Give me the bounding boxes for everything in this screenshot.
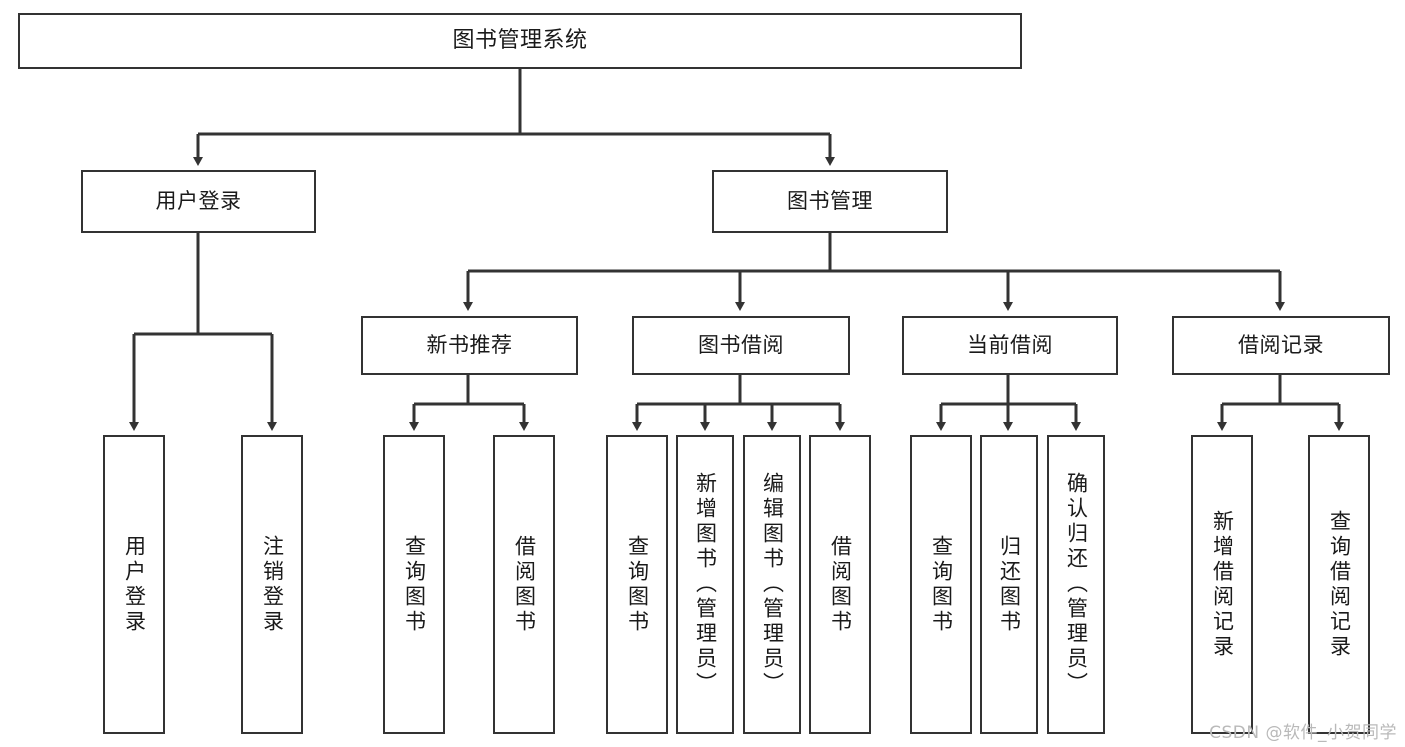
node-leaf-add-record[interactable]: 新增借阅记录: [1191, 435, 1253, 734]
node-leaf-borrow-book-1-label: 借阅图书: [512, 534, 537, 635]
node-leaf-edit-book[interactable]: 编辑图书（管理员）: [743, 435, 801, 734]
node-leaf-return-book[interactable]: 归还图书: [980, 435, 1038, 734]
node-new-book-recommend[interactable]: 新书推荐: [361, 316, 578, 375]
node-book-borrow-label: 图书借阅: [698, 333, 784, 358]
node-root-label: 图书管理系统: [452, 28, 588, 54]
node-leaf-add-book-label: 新增图书（管理员）: [693, 472, 718, 697]
node-borrow-record[interactable]: 借阅记录: [1172, 316, 1390, 375]
node-current-borrow-label: 当前借阅: [967, 333, 1053, 358]
node-book-borrow[interactable]: 图书借阅: [632, 316, 850, 375]
node-user-login-label: 用户登录: [155, 189, 242, 214]
node-leaf-borrow-book-2[interactable]: 借阅图书: [809, 435, 871, 734]
node-leaf-user-login-label: 用户登录: [122, 534, 147, 635]
node-leaf-borrow-book-1[interactable]: 借阅图书: [493, 435, 555, 734]
node-leaf-add-book[interactable]: 新增图书（管理员）: [676, 435, 734, 734]
node-leaf-user-login[interactable]: 用户登录: [103, 435, 165, 734]
node-leaf-query-record-label: 查询借阅记录: [1327, 509, 1352, 660]
node-current-borrow[interactable]: 当前借阅: [902, 316, 1118, 375]
node-leaf-logout[interactable]: 注销登录: [241, 435, 303, 734]
node-leaf-query-book-1[interactable]: 查询图书: [383, 435, 445, 734]
node-leaf-confirm-return[interactable]: 确认归还（管理员）: [1047, 435, 1105, 734]
node-leaf-query-book-1-label: 查询图书: [402, 534, 427, 635]
node-new-book-recommend-label: 新书推荐: [426, 333, 513, 358]
node-book-manage[interactable]: 图书管理: [712, 170, 948, 233]
node-leaf-query-book-2[interactable]: 查询图书: [606, 435, 668, 734]
node-borrow-record-label: 借阅记录: [1238, 333, 1324, 358]
node-leaf-return-book-label: 归还图书: [997, 534, 1022, 635]
node-leaf-logout-label: 注销登录: [260, 534, 285, 635]
node-leaf-confirm-return-label: 确认归还（管理员）: [1064, 472, 1089, 697]
node-leaf-query-record[interactable]: 查询借阅记录: [1308, 435, 1370, 734]
node-leaf-edit-book-label: 编辑图书（管理员）: [760, 472, 785, 697]
node-book-manage-label: 图书管理: [787, 189, 873, 214]
node-leaf-add-record-label: 新增借阅记录: [1210, 509, 1235, 660]
node-leaf-query-book-2-label: 查询图书: [625, 534, 650, 635]
node-leaf-query-book-3-label: 查询图书: [929, 534, 954, 635]
node-user-login[interactable]: 用户登录: [81, 170, 316, 233]
node-leaf-query-book-3[interactable]: 查询图书: [910, 435, 972, 734]
watermark-text: CSDN @软件_小贺同学: [1209, 723, 1397, 743]
node-root[interactable]: 图书管理系统: [18, 13, 1022, 69]
node-leaf-borrow-book-2-label: 借阅图书: [828, 534, 853, 635]
